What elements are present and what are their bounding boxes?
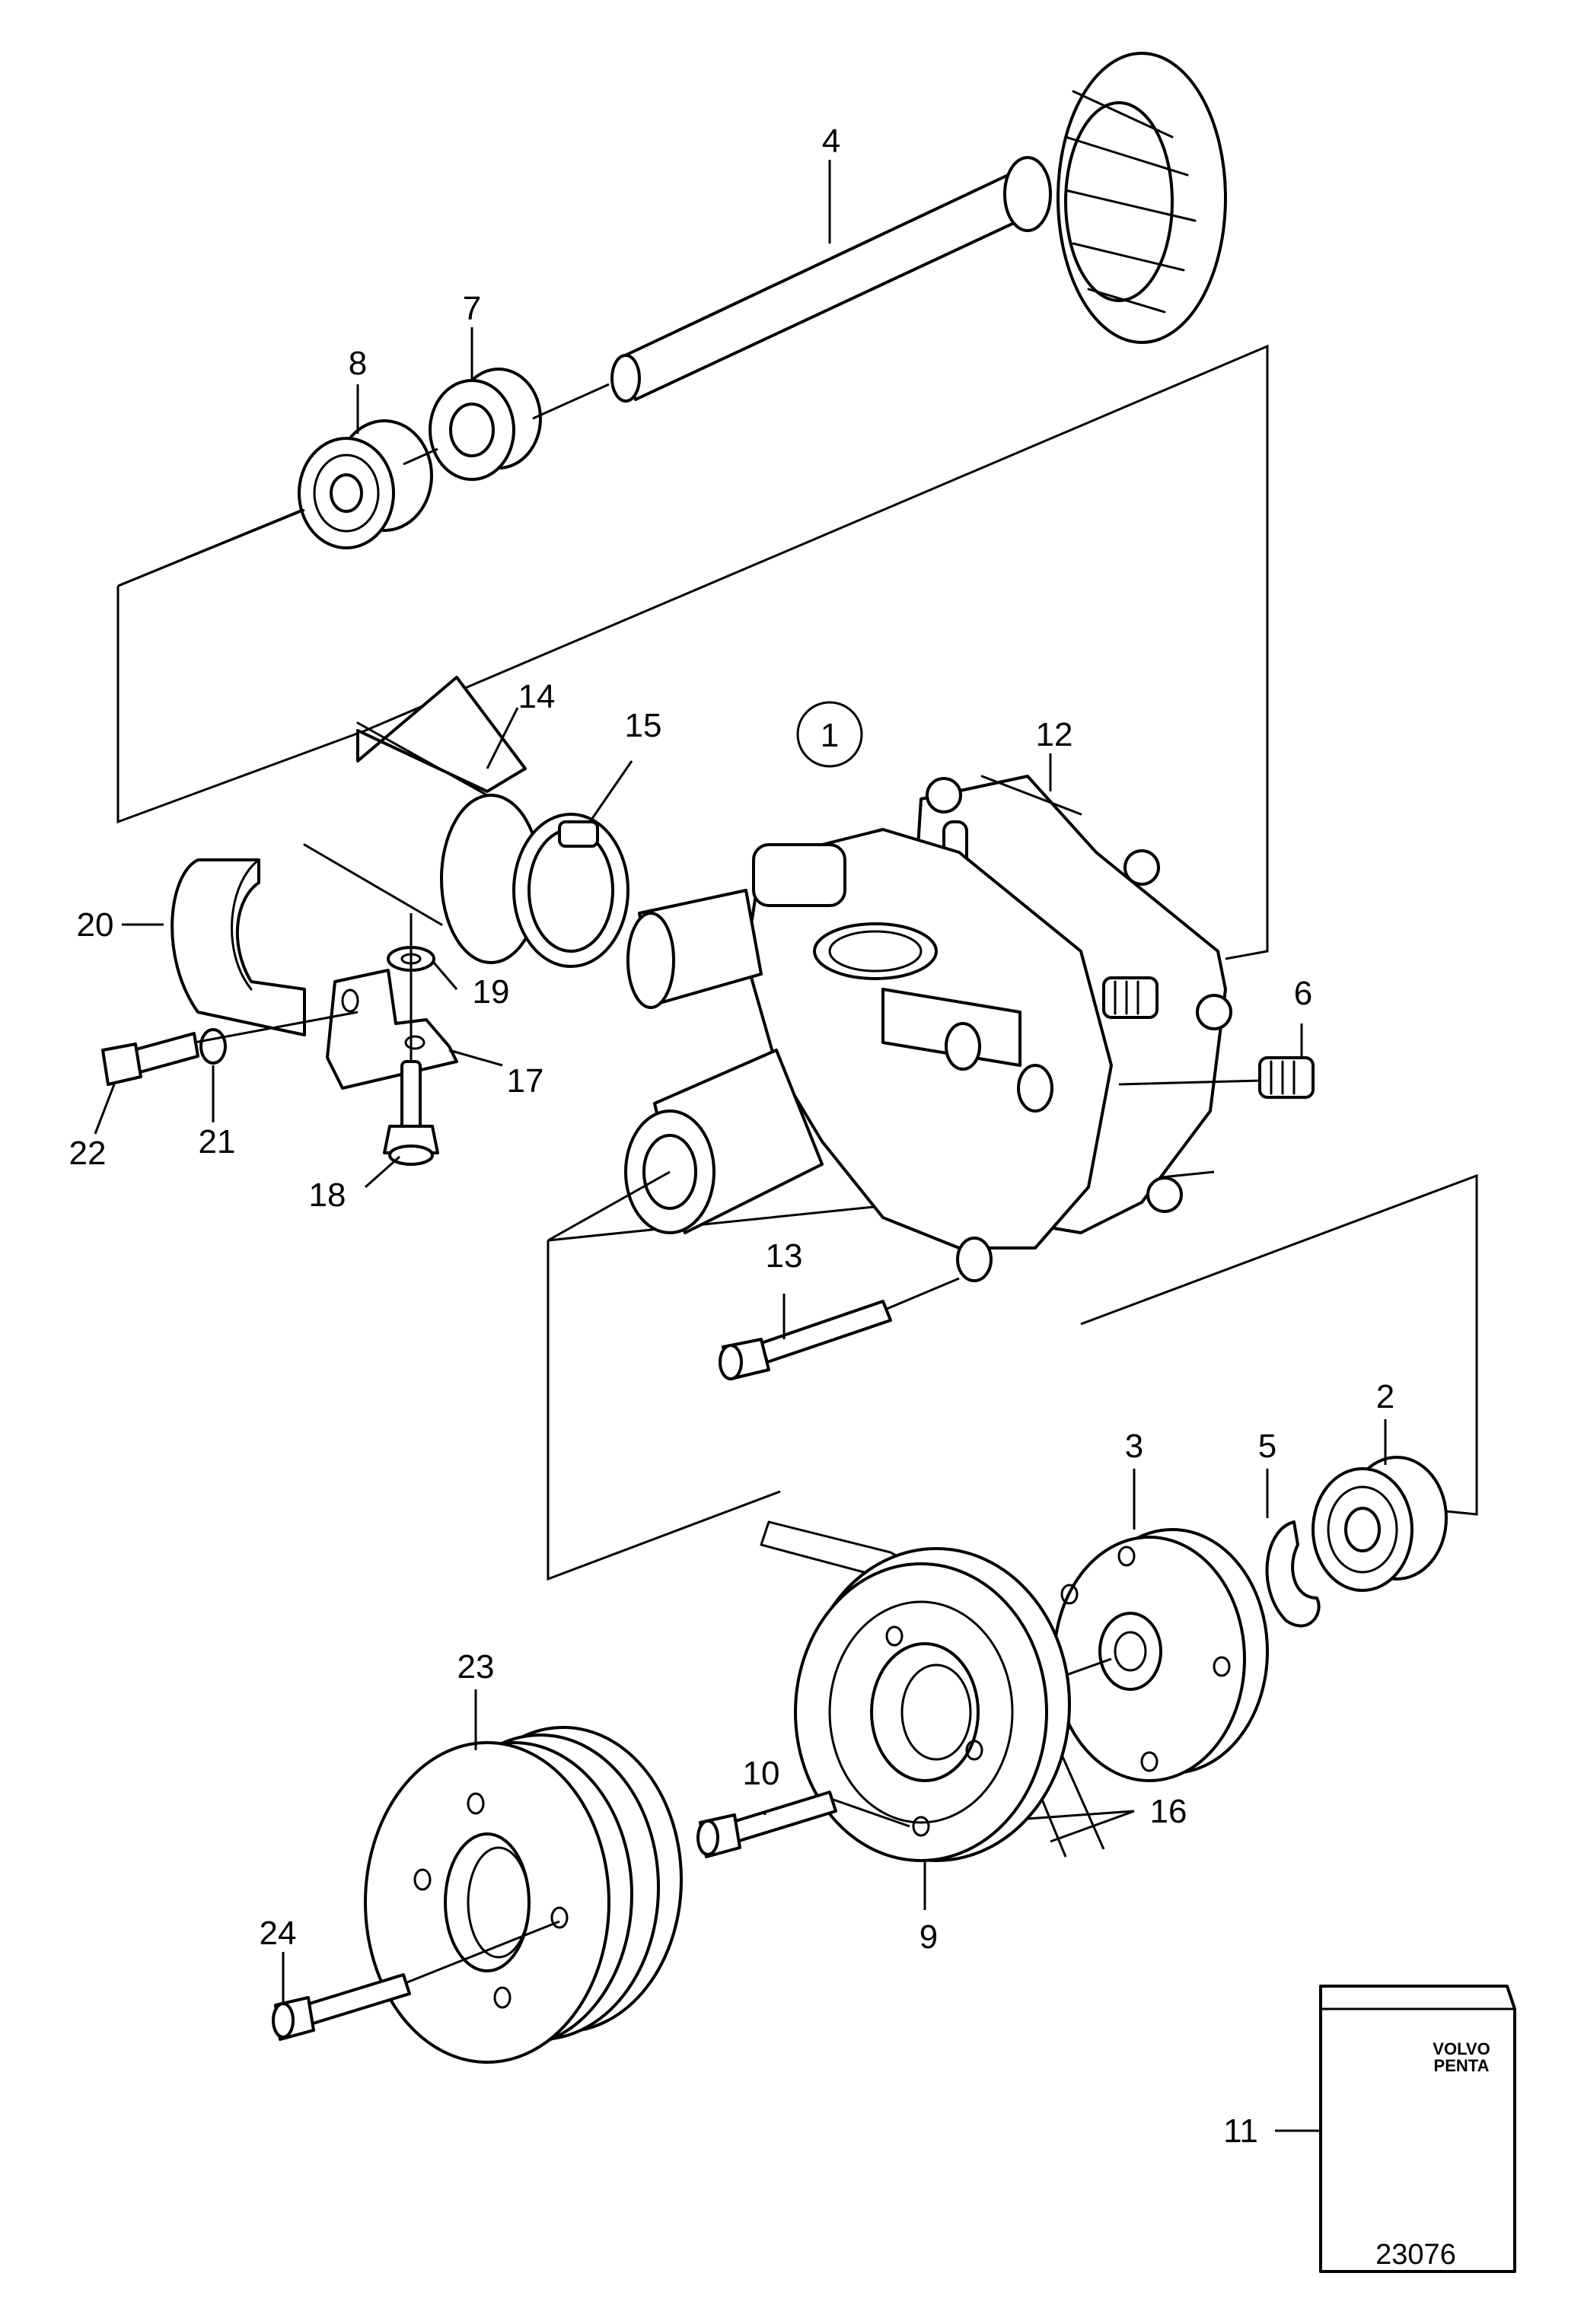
brand-line-1: VOLVO [1433, 2039, 1490, 2058]
callout-5: 5 [1258, 1428, 1276, 1465]
pulley-part-9: 9 [794, 1547, 1071, 1956]
callout-9: 9 [919, 1918, 938, 1956]
callout-8: 8 [349, 345, 367, 382]
callout-17: 17 [507, 1062, 544, 1100]
washer-part-21: 21 [199, 1028, 236, 1160]
drawing-number: 23076 [1375, 2239, 1456, 2271]
gasket-kit-part-11: VOLVO PENTA 11 [1223, 1985, 1516, 2273]
hose-clamp-part-15: 15 [512, 707, 662, 968]
callout-3: 3 [1125, 1428, 1143, 1465]
callout-18: 18 [309, 1176, 346, 1214]
impeller-shaft-part-4: 4 [610, 52, 1227, 403]
bearing-part-2: 2 [1312, 1378, 1448, 1592]
callout-4: 4 [822, 123, 840, 160]
callout-21: 21 [199, 1123, 236, 1160]
bolt-part-24: 24 [260, 1915, 560, 2041]
callout-14: 14 [518, 678, 556, 715]
callout-10: 10 [743, 1755, 780, 1792]
callout-22: 22 [69, 1135, 107, 1172]
callout-2: 2 [1376, 1378, 1394, 1415]
plug-part-6: 6 [1102, 975, 1315, 1099]
bolt-part-22: 22 [69, 1011, 359, 1172]
callout-6: 6 [1294, 975, 1312, 1012]
callout-7: 7 [463, 290, 481, 327]
flange-bolt-part-18: 18 [309, 1060, 439, 1214]
washer-part-19: 19 [387, 913, 510, 1065]
callout-11: 11 [1223, 2112, 1258, 2150]
callout-12: 12 [1036, 716, 1073, 753]
callout-13: 13 [766, 1237, 803, 1275]
callout-24: 24 [260, 1915, 297, 1952]
brand-line-2: PENTA [1434, 2056, 1490, 2075]
callout-19: 19 [473, 973, 510, 1011]
crank-pulley-part-23: 23 [364, 1648, 683, 2064]
group-marker: 1 [821, 717, 839, 754]
callout-23: 23 [457, 1648, 495, 1686]
callout-16: 16 [1150, 1793, 1187, 1830]
bearing-part-8: 8 [117, 345, 438, 587]
clamp-strap-part-20: 20 [77, 858, 306, 1036]
callout-20: 20 [77, 906, 114, 944]
hub-flange-part-3: 3 [1004, 1428, 1269, 1782]
bolt-part-10: 10 [696, 1755, 910, 1858]
callout-15: 15 [625, 707, 662, 744]
circlip-part-5: 5 [1258, 1428, 1321, 1628]
bracket-part-17: 17 [326, 969, 544, 1100]
hose-part-14: 14 [303, 676, 556, 964]
water-pump-housing-part-1: 1 12 [547, 701, 1232, 1282]
shaft-seal-part-7: 7 [429, 290, 610, 481]
bolt-part-13: 13 [719, 1237, 960, 1380]
